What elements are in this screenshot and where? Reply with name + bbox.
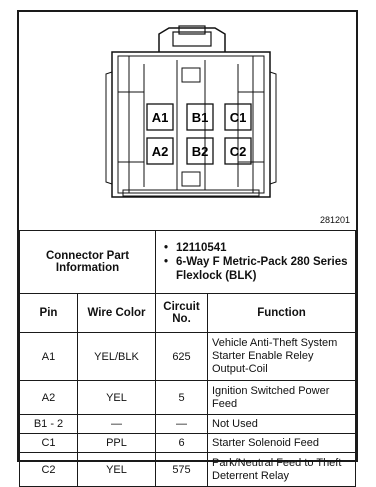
cell-wire-color: YEL bbox=[77, 380, 156, 415]
cell-pin: C2 bbox=[19, 452, 78, 487]
cell-circuit-no: — bbox=[155, 414, 208, 434]
table-row: C1 PPL 6 Starter Solenoid Feed bbox=[19, 433, 356, 453]
part-info-label: Connector Part Information bbox=[19, 230, 156, 294]
cell-function: Starter Solenoid Feed bbox=[207, 433, 356, 453]
table-header-row: Pin Wire Color Circuit No. Function bbox=[19, 293, 356, 333]
cell-pin: A2 bbox=[19, 380, 78, 415]
figure-id: 281201 bbox=[319, 215, 350, 225]
cell-function: Not Used bbox=[207, 414, 356, 434]
cell-wire-color: — bbox=[77, 414, 156, 434]
cell-circuit-no: 625 bbox=[155, 332, 208, 381]
cell-circuit-no: 575 bbox=[155, 452, 208, 487]
cell-function: Ignition Switched Power Feed bbox=[207, 380, 356, 415]
part-info-row: Connector Part Information •12110541 •6-… bbox=[19, 230, 356, 294]
pin-label-b2: B2 bbox=[192, 144, 209, 159]
header-function: Function bbox=[207, 293, 356, 333]
pin-label-a2: A2 bbox=[152, 144, 169, 159]
pin-label-c2: C2 bbox=[230, 144, 247, 159]
header-pin: Pin bbox=[19, 293, 78, 333]
header-wire-color: Wire Color bbox=[77, 293, 156, 333]
part-info-list: •12110541 •6-Way F Metric-Pack 280 Serie… bbox=[155, 230, 356, 294]
connector-drawing: A1 B1 C1 A2 B2 C2 bbox=[105, 25, 277, 198]
cell-wire-color: YEL bbox=[77, 452, 156, 487]
header-circuit-no: Circuit No. bbox=[155, 293, 208, 333]
pinout-table: Connector Part Information •12110541 •6-… bbox=[19, 230, 356, 487]
cell-wire-color: YEL/BLK bbox=[77, 332, 156, 381]
cell-pin: A1 bbox=[19, 332, 78, 381]
connector-document: A1 B1 C1 A2 B2 C2 281201 Connector Part … bbox=[17, 10, 358, 487]
cell-function: Park/Neutral Feed to Theft Deterrent Rel… bbox=[207, 452, 356, 487]
cell-function: Vehicle Anti-Theft System Starter Enable… bbox=[207, 332, 356, 381]
part-info-item: •12110541 bbox=[164, 242, 227, 254]
table-row: A2 YEL 5 Ignition Switched Power Feed bbox=[19, 380, 356, 415]
pin-label-b1: B1 bbox=[192, 110, 209, 125]
cell-circuit-no: 5 bbox=[155, 380, 208, 415]
table-row: A1 YEL/BLK 625 Vehicle Anti-Theft System… bbox=[19, 332, 356, 381]
cell-pin: C1 bbox=[19, 433, 78, 453]
cell-wire-color: PPL bbox=[77, 433, 156, 453]
cell-circuit-no: 6 bbox=[155, 433, 208, 453]
pin-label-c1: C1 bbox=[230, 110, 247, 125]
table-row: B1 - 2 — — Not Used bbox=[19, 414, 356, 434]
part-info-item: •6-Way F Metric-Pack 280 Series Flexlock… bbox=[164, 256, 348, 282]
table-row: C2 YEL 575 Park/Neutral Feed to Theft De… bbox=[19, 452, 356, 487]
cell-pin: B1 - 2 bbox=[19, 414, 78, 434]
pin-label-a1: A1 bbox=[152, 110, 169, 125]
